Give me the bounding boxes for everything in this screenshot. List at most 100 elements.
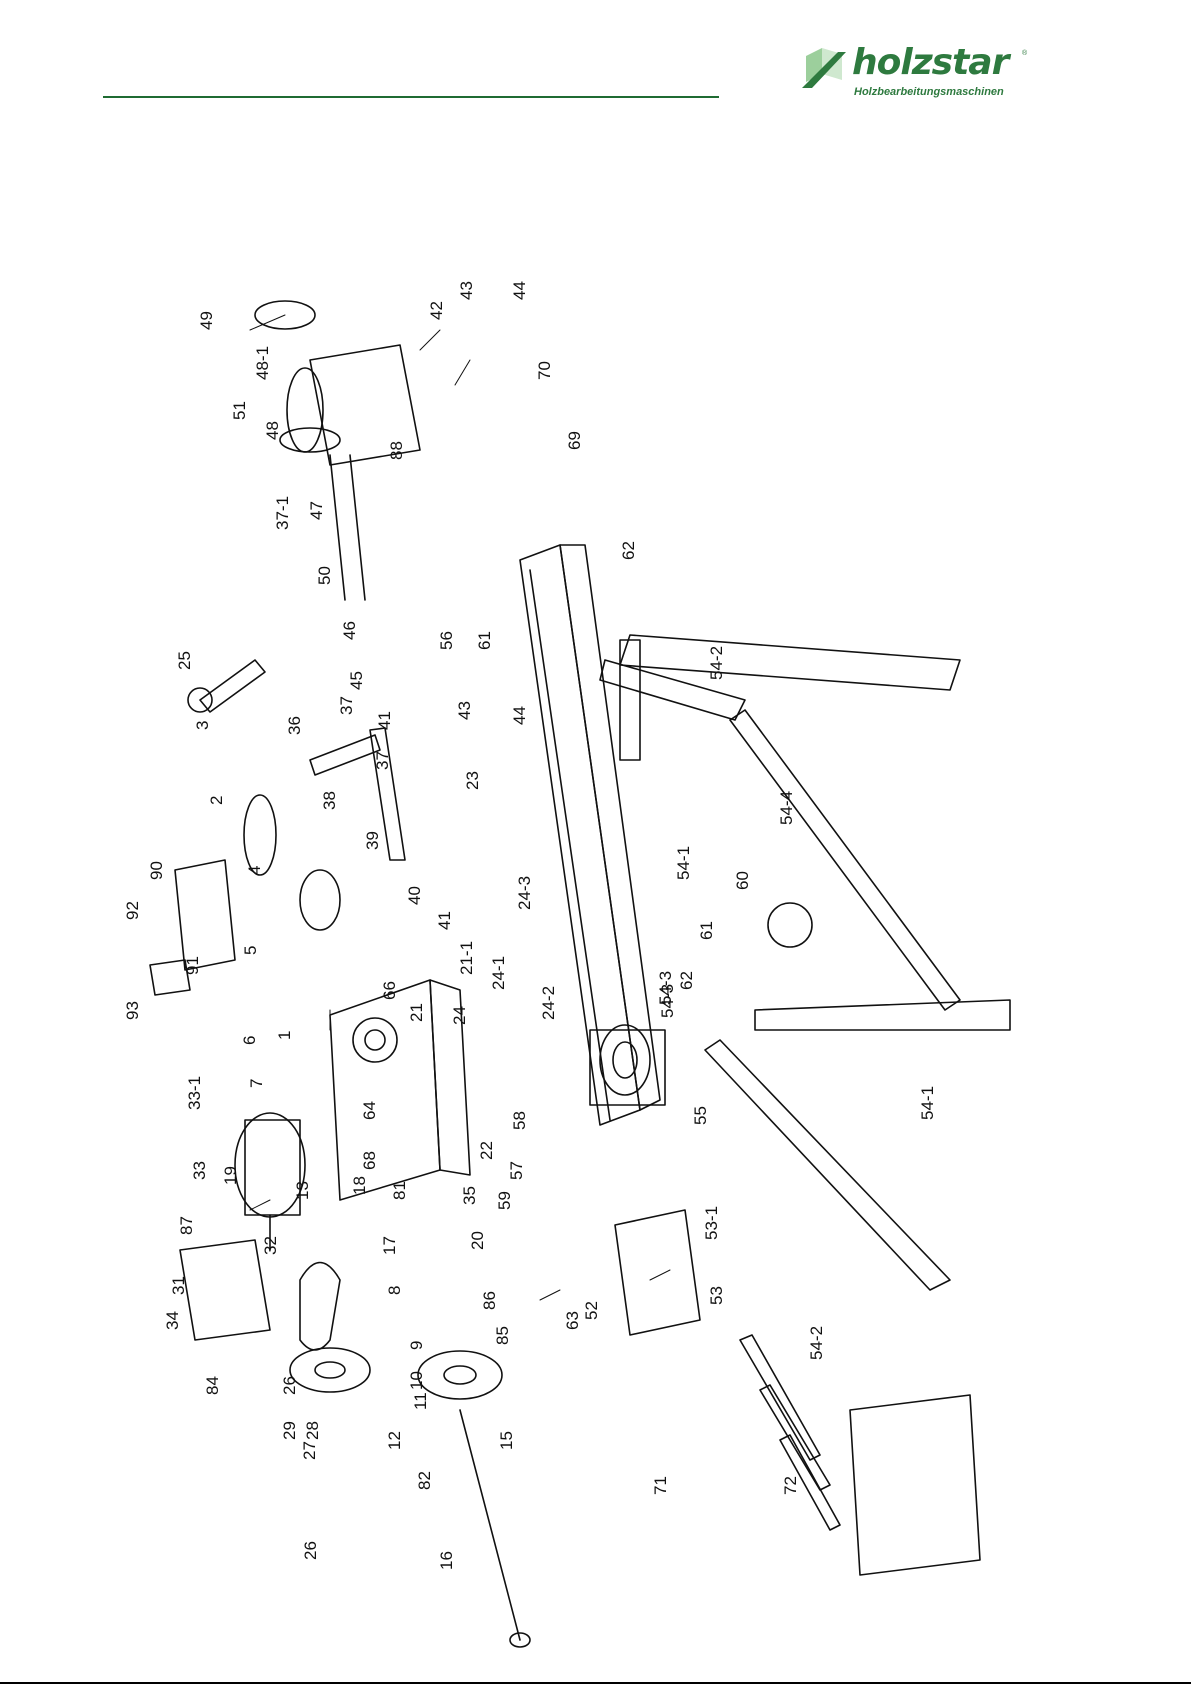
part-label: 87 [177,1216,196,1235]
switch-box [149,859,236,996]
logo-tagline: Holzbearbeitungsmaschinen [854,86,1004,98]
part-label: 47 [307,501,326,520]
part-label: 13 [293,1181,312,1200]
part-label: 40 [405,886,424,905]
part-label: 24-1 [489,956,508,990]
part-label: 19 [221,1166,240,1185]
part-label: 2 [207,796,226,805]
part-label: 54-3 [656,971,675,1005]
part-label: 61 [475,631,494,650]
part-label: 26 [280,1376,299,1395]
part-label: 25 [175,651,194,670]
part-label: 68 [360,1151,379,1170]
part-label: 3 [193,721,212,730]
pulleys [289,1261,503,1400]
part-label: 7 [247,1079,266,1088]
part-label: 53 [707,1286,726,1305]
part-label: 88 [387,441,406,460]
part-label: 8 [385,1286,404,1295]
part-label: 21 [407,1003,426,1022]
part-label: 46 [340,621,359,640]
part-label: 61 [697,921,716,940]
part-label: 39 [363,831,382,850]
part-label: 22 [477,1141,496,1160]
logo-registered-mark: ® [1022,50,1028,57]
part-label: 27 [300,1441,319,1460]
headstock [329,979,471,1201]
part-label: 42 [427,301,446,320]
part-label: 28 [303,1421,322,1440]
tool-rest [309,727,406,861]
part-label: 50 [315,566,334,585]
part-label: 23 [463,771,482,790]
part-label: 24-3 [515,876,534,910]
part-label: 32 [261,1236,280,1255]
part-label: 54-2 [807,1326,826,1360]
part-label: 69 [565,431,584,450]
part-label: 56 [437,631,456,650]
part-label: 90 [147,861,166,880]
part-label: 6 [240,1036,259,1045]
lathe-stand [599,634,1011,1291]
part-label: 44 [510,281,529,300]
part-label: 5 [241,946,260,955]
part-label: 38 [320,791,339,810]
part-label: 54-2 [707,646,726,680]
logo-wordmark: holzstar [852,42,1009,83]
part-label: 26 [301,1541,320,1560]
part-label: 43 [455,701,474,720]
hex-keys [739,1334,841,1531]
part-label: 31 [169,1276,188,1295]
part-label: 55 [691,1106,710,1125]
part-label: 66 [380,981,399,1000]
part-label: 24-2 [539,986,558,1020]
part-label: 54-1 [674,846,693,880]
part-label: 15 [497,1431,516,1450]
part-label: 12 [385,1431,404,1450]
part-label: 54-3 [658,984,677,1018]
part-label: 91 [183,956,202,975]
part-label: 45 [347,671,366,690]
part-label: 53-1 [702,1206,721,1240]
part-label: 92 [123,901,142,920]
part-label: 60 [733,871,752,890]
part-label: 82 [415,1471,434,1490]
part-label: 48 [263,421,282,440]
part-label: 84 [203,1376,222,1395]
part-label: 17 [380,1236,399,1255]
part-label: 37 [337,696,356,715]
part-label: 71 [651,1476,670,1495]
part-label: 36 [285,716,304,735]
part-label: 57 [507,1161,526,1180]
wrench [187,659,266,713]
part-label: 41 [435,911,454,930]
part-label: 81 [390,1181,409,1200]
faceplate [243,794,341,931]
part-label: 21-1 [457,941,476,975]
part-label: 34 [163,1311,182,1330]
part-label: 85 [493,1326,512,1345]
part-label: 33-1 [185,1076,204,1110]
part-label: 1 [275,1031,294,1040]
part-label: 37-1 [273,496,292,530]
part-label: 43 [457,281,476,300]
motor [234,1112,306,1251]
handwheel [279,427,341,453]
part-label: 41 [375,711,394,730]
part-label: 18 [350,1176,369,1195]
part-label: 54-4 [777,791,796,825]
part-label: 86 [480,1291,499,1310]
part-label: 20 [468,1231,487,1250]
part-label: 48-1 [253,346,272,380]
lathe-bed [519,544,666,1126]
part-label: 44 [510,706,529,725]
part-label: 52 [582,1301,601,1320]
part-label: 29 [280,1421,299,1440]
part-label: 58 [510,1111,529,1130]
part-label: 35 [460,1186,479,1205]
footer-rule [0,1682,1191,1684]
part-label: 63 [563,1311,582,1330]
leader-lines [249,314,671,1301]
part-label: 62 [619,541,638,560]
